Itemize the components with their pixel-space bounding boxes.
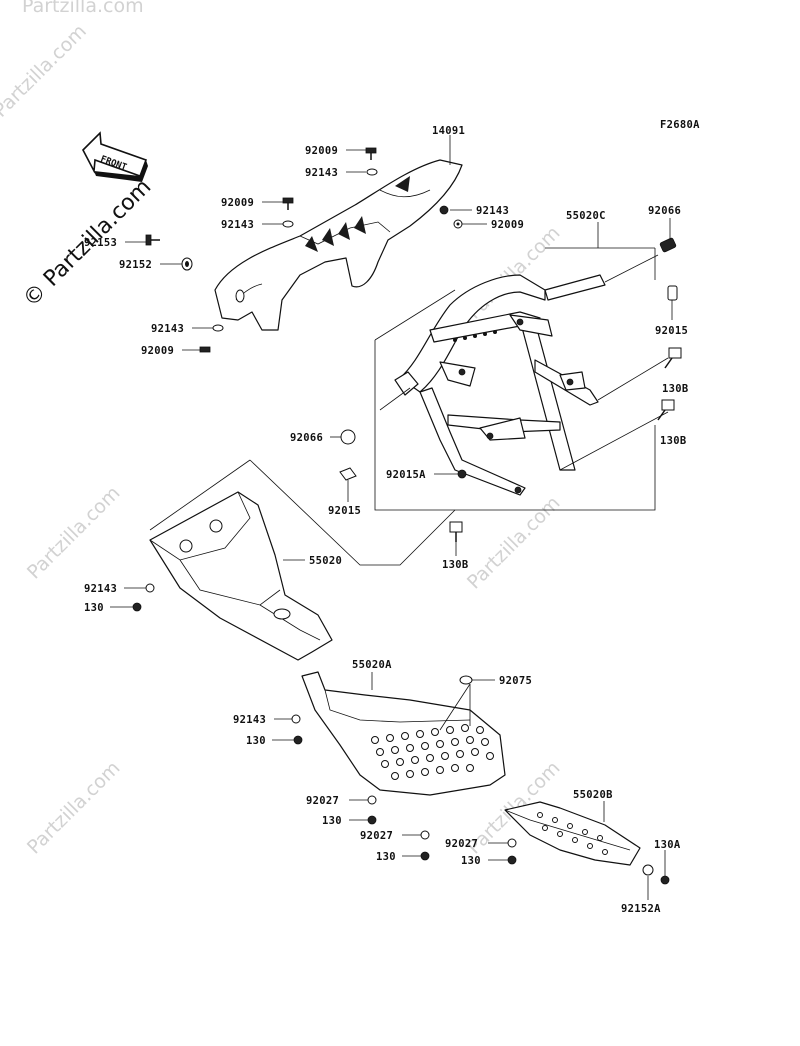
part-label: 92009 <box>491 219 524 231</box>
bolt-icon <box>199 346 211 353</box>
bolt-icon <box>132 602 142 612</box>
bolt-icon <box>145 234 152 246</box>
bolt-icon <box>661 399 675 411</box>
part-label: 92152 <box>119 259 152 271</box>
bolt-icon <box>293 735 303 745</box>
watermark-text: Partzilla.com <box>23 757 125 859</box>
part-label: 55020A <box>352 659 392 671</box>
leader-lines <box>110 135 673 900</box>
washer-icon <box>145 583 155 593</box>
frame-hardware <box>339 237 682 542</box>
part-label: 92015 <box>328 505 361 517</box>
bolt-icon <box>668 347 682 359</box>
skid-plate-55020B-part <box>504 801 670 885</box>
part-label: 55020B <box>573 789 613 801</box>
figure-code: F2680A <box>660 119 700 131</box>
part-labels: 14091 92009 92143 92009 92143 92153 9215… <box>84 125 689 915</box>
bolt-icon <box>367 815 377 825</box>
part-label: 92143 <box>151 323 184 335</box>
part-label: 130B <box>442 559 469 571</box>
part-label: 92143 <box>476 205 509 217</box>
washer-icon <box>507 838 517 848</box>
bolt-icon <box>282 197 294 204</box>
clip-icon <box>339 467 357 481</box>
part-label: 92027 <box>306 795 339 807</box>
part-label: 92152A <box>621 903 661 915</box>
watermark-text: Partzilla.com <box>22 0 144 17</box>
part-label: 92015A <box>386 469 426 481</box>
washer-icon <box>366 168 378 176</box>
part-label: 92015 <box>655 325 688 337</box>
part-label: 14091 <box>432 125 465 137</box>
bolt-icon <box>420 851 430 861</box>
cap-icon <box>659 237 677 253</box>
washer-icon <box>642 864 654 876</box>
skid-plate-55020A-part <box>291 671 506 861</box>
part-label: 92143 <box>233 714 266 726</box>
part-label: 92027 <box>360 830 393 842</box>
washer-icon <box>439 205 449 215</box>
bolt-icon <box>365 147 377 154</box>
part-label: 92027 <box>445 838 478 850</box>
part-label: 130 <box>246 735 266 747</box>
part-label: 130 <box>84 602 104 614</box>
part-label: 92009 <box>221 197 254 209</box>
front-arrow-icon: FRONT <box>82 131 148 182</box>
washer-icon <box>212 324 224 332</box>
washer-icon <box>367 795 377 805</box>
washer-icon <box>282 220 294 228</box>
part-label: 55020 <box>309 555 342 567</box>
part-label: 92009 <box>305 145 338 157</box>
part-label: 92143 <box>221 219 254 231</box>
rear-frame-part <box>379 254 669 496</box>
part-label: 92153 <box>84 237 117 249</box>
skid-plate-holes <box>371 724 494 780</box>
part-label: 130B <box>660 435 687 447</box>
part-label: 130 <box>461 855 481 867</box>
part-label: 130 <box>376 851 396 863</box>
bolt-icon <box>660 875 670 885</box>
part-label: 92009 <box>141 345 174 357</box>
nut-icon <box>457 469 467 479</box>
part-label: 130B <box>662 383 689 395</box>
part-label: 130A <box>654 839 681 851</box>
part-label: 92143 <box>84 583 117 595</box>
watermark-text: Partzilla.com <box>0 20 91 122</box>
cap-icon <box>340 429 356 445</box>
watermark-text: Partzilla.com <box>463 492 565 594</box>
washer-icon <box>291 714 301 724</box>
guide-lines <box>149 247 656 566</box>
part-label: 92066 <box>648 205 681 217</box>
part-label: 130 <box>322 815 342 827</box>
watermark-text: Partzilla.com <box>23 482 125 584</box>
part-label: 55020C <box>566 210 606 222</box>
guard-55020-part <box>132 491 333 661</box>
bolt-icon <box>449 521 463 533</box>
washer-icon <box>420 830 430 840</box>
part-label: 92075 <box>499 675 532 687</box>
part-label: 92066 <box>290 432 323 444</box>
bolt-icon <box>507 855 517 865</box>
clip-icon <box>667 285 678 301</box>
plug-icon <box>459 675 473 685</box>
part-label: 92143 <box>305 167 338 179</box>
rear-fender-part <box>214 159 463 331</box>
